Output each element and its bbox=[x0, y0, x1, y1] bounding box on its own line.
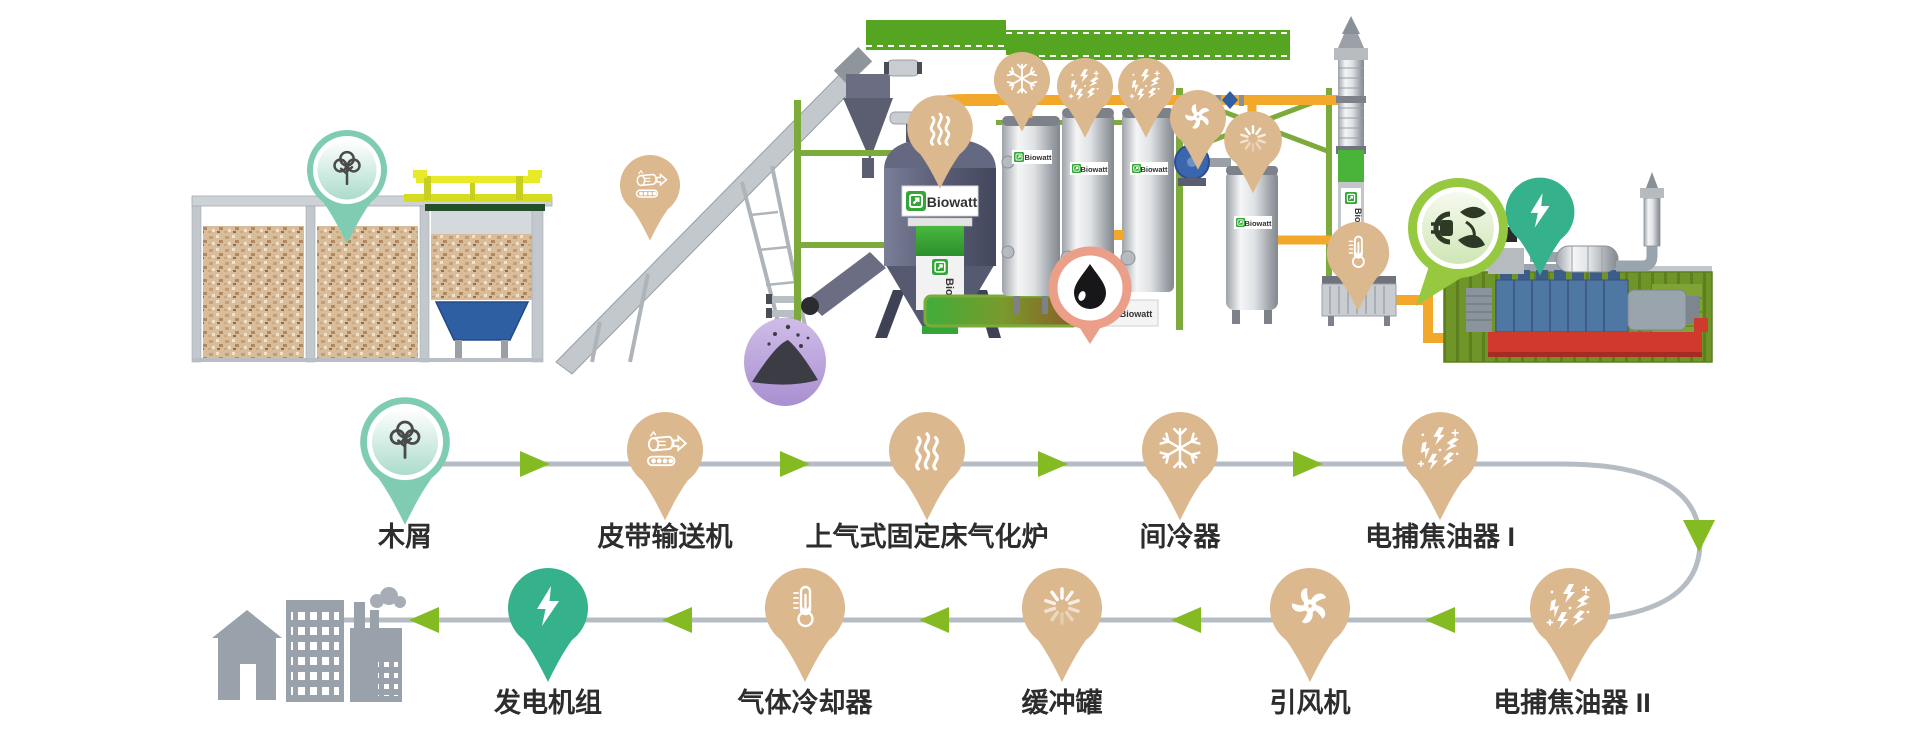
label-induced-draft-fan: 引风机 bbox=[1270, 688, 1351, 718]
water-drop-badge bbox=[1048, 246, 1132, 344]
flow-arrows bbox=[409, 451, 1715, 633]
pin-tar-precipitator-1 bbox=[1402, 412, 1478, 521]
svg-text:Biowatt: Biowatt bbox=[1024, 153, 1052, 162]
flow-arrow-right bbox=[520, 451, 550, 477]
pin-wood-chips bbox=[360, 397, 450, 525]
pin-intercooler bbox=[1142, 412, 1218, 521]
cyclone-separator bbox=[766, 59, 922, 318]
scaffold-structure bbox=[794, 20, 1332, 330]
pin-conveyor-marker bbox=[620, 155, 680, 241]
biowatt-logo-icon bbox=[906, 191, 926, 211]
biowatt-logo-icon bbox=[932, 259, 948, 275]
woodchip-storage-shed bbox=[191, 170, 553, 363]
pin-generator-set bbox=[508, 568, 588, 682]
label-gasifier: 上气式固定床气化炉 bbox=[806, 521, 1049, 552]
feed-chute bbox=[806, 252, 886, 316]
pin-induced-draft-fan bbox=[1270, 568, 1350, 682]
badge-wood-source bbox=[307, 130, 387, 244]
flow-arrow-left bbox=[919, 607, 949, 633]
svg-text:Biowatt: Biowatt bbox=[1120, 309, 1153, 319]
flow-arrow-left bbox=[1171, 607, 1201, 633]
label-generator-set: 发电机组 bbox=[493, 687, 602, 718]
process-flow: 木屑 皮带输送机 上气式固定床气化炉 间冷器 电捕焦油器 I 电捕焦油器 II … bbox=[212, 397, 1715, 718]
flow-arrow-left bbox=[662, 607, 692, 633]
label-buffer-tank: 缓冲罐 bbox=[1022, 687, 1103, 718]
flow-arrow-down bbox=[1683, 520, 1715, 552]
pin-gasifier bbox=[889, 412, 965, 521]
flow-arrow-left bbox=[1425, 607, 1455, 633]
pin-belt-conveyor bbox=[627, 412, 703, 521]
tar-precipitator-tank-2: Biowatt bbox=[1114, 108, 1174, 292]
intercooler-tank: Biowatt bbox=[1001, 116, 1060, 314]
label-gas-cooler: 气体冷却器 bbox=[737, 688, 874, 718]
inclined-conveyor bbox=[555, 46, 873, 375]
ash-badge bbox=[744, 318, 826, 406]
ash-pile-icon bbox=[752, 340, 818, 385]
feed-hopper bbox=[434, 301, 530, 341]
pin-buffer-tank bbox=[1022, 568, 1102, 682]
svg-text:Biowatt: Biowatt bbox=[1080, 165, 1108, 174]
pin-tar-precipitator-2 bbox=[1530, 568, 1610, 682]
pin-gas-cooler bbox=[765, 568, 845, 682]
label-tar-precipitator-2: 电捕焦油器 II bbox=[1493, 687, 1651, 718]
flow-arrow-left bbox=[409, 607, 439, 633]
svg-text:Biowatt: Biowatt bbox=[1140, 165, 1168, 174]
label-tar-precipitator-1: 电捕焦油器 I bbox=[1365, 521, 1515, 552]
flow-arrow-right bbox=[1293, 451, 1323, 477]
flow-arrow-right bbox=[780, 451, 810, 477]
label-wood-chips: 木屑 bbox=[377, 522, 432, 552]
city-icon bbox=[212, 587, 406, 702]
plug-leaves-icon bbox=[1431, 206, 1486, 249]
plant-illustration: Biowatt Biowatt Biowatt Biowatt bbox=[191, 16, 1713, 406]
label-belt-conveyor: 皮带输送机 bbox=[598, 521, 733, 552]
eco-plug-badge bbox=[1408, 178, 1508, 306]
label-intercooler: 间冷器 bbox=[1140, 522, 1222, 552]
gasifier-brand-label: Biowatt bbox=[927, 194, 978, 210]
svg-text:Biowatt: Biowatt bbox=[1244, 219, 1272, 228]
flow-arrow-right bbox=[1038, 451, 1068, 477]
shed-top-machine bbox=[404, 170, 552, 211]
